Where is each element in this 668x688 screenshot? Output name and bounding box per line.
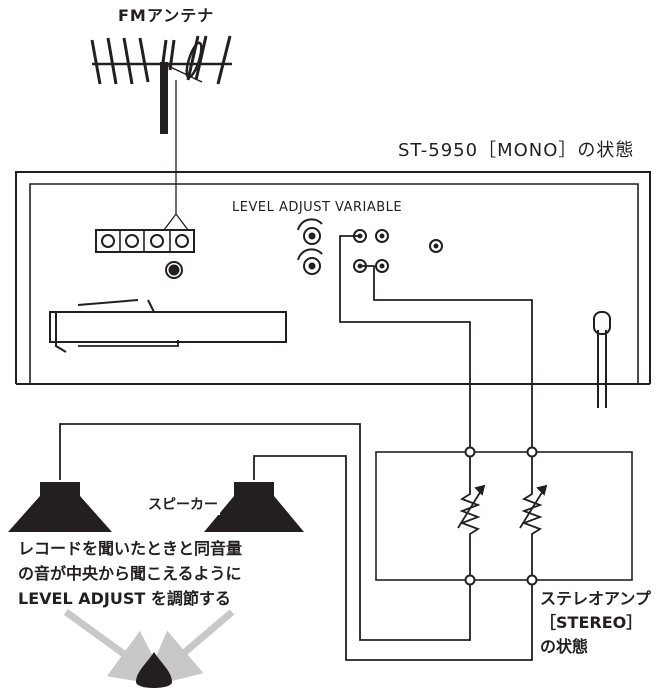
amplifier-label-line-3: の状態 bbox=[540, 637, 589, 656]
power-cord-icon bbox=[593, 311, 611, 408]
amplifier-label-line-2: ［STEREO］ bbox=[540, 613, 643, 632]
sound-direction-arrows bbox=[63, 609, 235, 688]
stereo-amplifier-box bbox=[375, 451, 633, 581]
instruction-line-3: LEVEL ADJUST を調節する bbox=[18, 589, 231, 608]
antenna-label: FMアンテナ bbox=[118, 6, 215, 25]
instruction-text: レコードを聞いたときと同音量 の音が中央から聞こえるように LEVEL ADJU… bbox=[18, 536, 242, 611]
tuner-mode-label: ST-5950［MONO］の状態 bbox=[398, 140, 635, 161]
speaker-icon bbox=[8, 482, 304, 532]
instruction-line-1: レコードを聞いたときと同音量 bbox=[18, 539, 243, 558]
antenna-icon bbox=[90, 35, 232, 214]
listener-icon bbox=[136, 652, 172, 688]
variable-resistor-icon bbox=[457, 446, 548, 586]
level-adjust-controls bbox=[297, 218, 323, 275]
signal-wires bbox=[59, 235, 533, 661]
rca-jack-icon bbox=[353, 229, 443, 273]
level-adjust-label: LEVEL ADJUST VARIABLE bbox=[232, 200, 403, 215]
amplifier-label: ステレオアンプ ［STEREO］ の状態 bbox=[540, 587, 651, 659]
speaker-label: スピーカー bbox=[146, 497, 220, 515]
tuner-rear-panel bbox=[15, 171, 651, 385]
amplifier-label-line-1: ステレオアンプ bbox=[540, 589, 651, 608]
instruction-line-2: の音が中央から聞こえるように bbox=[18, 564, 242, 583]
